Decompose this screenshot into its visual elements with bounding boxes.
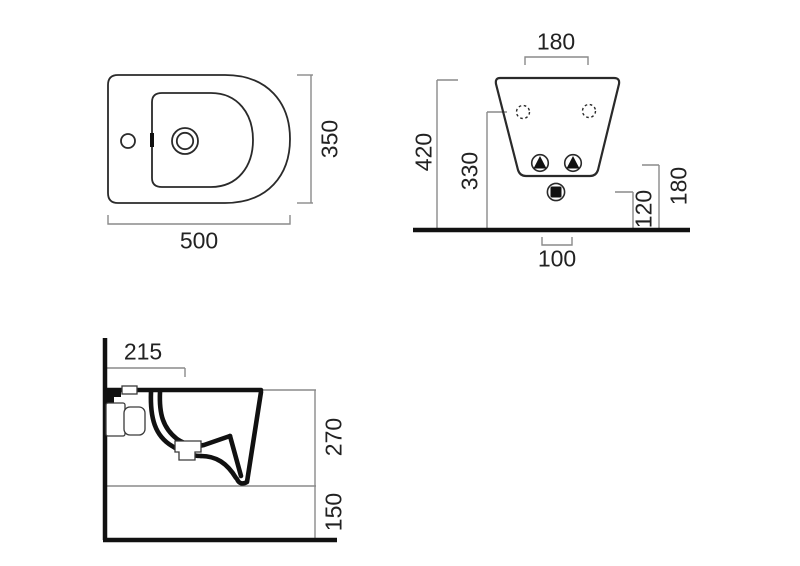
dim-label-side-depth: 215	[123, 338, 163, 365]
rear-body-outline	[494, 76, 621, 178]
rear-top-width-dimension	[524, 56, 589, 65]
fixing-hole-icon	[515, 104, 531, 120]
rear-drain-height-dimension	[615, 191, 634, 230]
dim-label-rear-fixing-height: 330	[456, 151, 483, 191]
plan-outer-rim	[107, 74, 291, 204]
rear-total-height-dimension	[436, 79, 458, 230]
plan-drain-icon	[171, 127, 199, 155]
rear-inlet-height-dimension	[642, 164, 660, 230]
fixing-hole-icon	[581, 103, 597, 119]
dim-label-rear-drain-height: 120	[630, 189, 657, 229]
trap-fitting-cap	[123, 406, 146, 436]
waste-outlet-icon	[546, 182, 566, 202]
plan-width-dimension	[107, 215, 291, 225]
side-view	[102, 338, 337, 543]
plan-view	[107, 74, 313, 225]
rear-view	[413, 56, 690, 246]
water-inlet-icon	[563, 153, 583, 173]
plan-depth-dimension	[297, 74, 313, 204]
dim-label-rear-total-height: 420	[410, 132, 437, 172]
plan-inner-basin	[151, 92, 254, 188]
dim-label-rear-drain-offset: 100	[537, 245, 577, 272]
dim-label-side-body-height: 270	[320, 417, 347, 457]
side-height-dimension	[107, 389, 316, 540]
rear-fixing-height-dimension	[486, 111, 507, 230]
faucet-hole-icon	[120, 133, 136, 149]
overflow-mark	[150, 133, 154, 147]
drain-trap-section	[174, 440, 202, 461]
rim-notch	[121, 385, 138, 395]
dim-label-rear-inlet-height: 180	[665, 166, 692, 206]
water-inlet-icon	[530, 153, 550, 173]
trap-fitting-body	[105, 402, 126, 437]
dim-label-rear-top-width: 180	[536, 28, 576, 55]
rear-drain-offset-dimension	[541, 237, 573, 246]
bidet-section-outline	[104, 387, 264, 486]
dim-label-plan-width: 500	[179, 227, 219, 254]
dim-label-side-clearance: 150	[320, 492, 347, 532]
side-depth-dimension	[107, 367, 186, 377]
dim-label-plan-depth: 350	[316, 119, 343, 159]
